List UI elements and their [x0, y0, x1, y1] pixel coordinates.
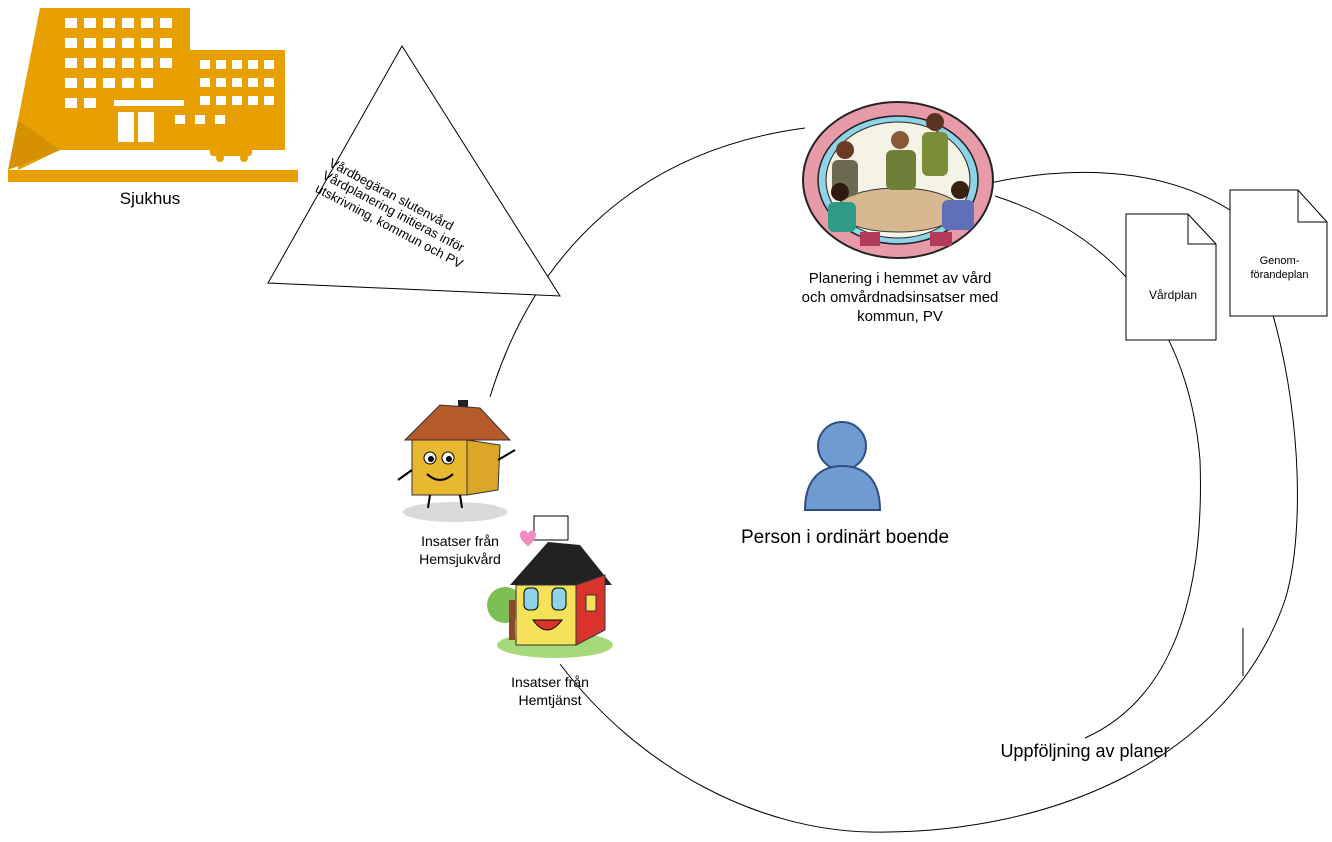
home-service-label: Insatser från Hemtjänst	[511, 674, 589, 708]
meeting-icon	[802, 101, 994, 259]
hospital-label: Sjukhus	[119, 189, 181, 208]
document-icon	[1229, 189, 1328, 317]
person-icon	[803, 421, 882, 511]
followup-label: Uppföljning av planer	[1000, 741, 1170, 761]
discharge-triangle	[267, 45, 561, 297]
implementation-plan-label: Genom-förandeplan	[1250, 255, 1309, 281]
care-plan-label: Vårdplan	[1148, 288, 1198, 302]
document-icon	[1125, 213, 1217, 341]
followup-arc	[994, 195, 1201, 739]
hospital-icon	[8, 8, 298, 182]
house-icon	[397, 400, 516, 522]
cycle-arc	[489, 127, 806, 398]
person-label: Person i ordinärt boende	[740, 527, 950, 548]
cycle-arc-lower	[559, 171, 1298, 833]
home-nursing-label: Insatser från Hemsjukvård	[419, 533, 501, 567]
cottage-icon	[487, 515, 613, 658]
planning-label: Planering i hemmet av vård och omvårdnad…	[801, 270, 999, 325]
